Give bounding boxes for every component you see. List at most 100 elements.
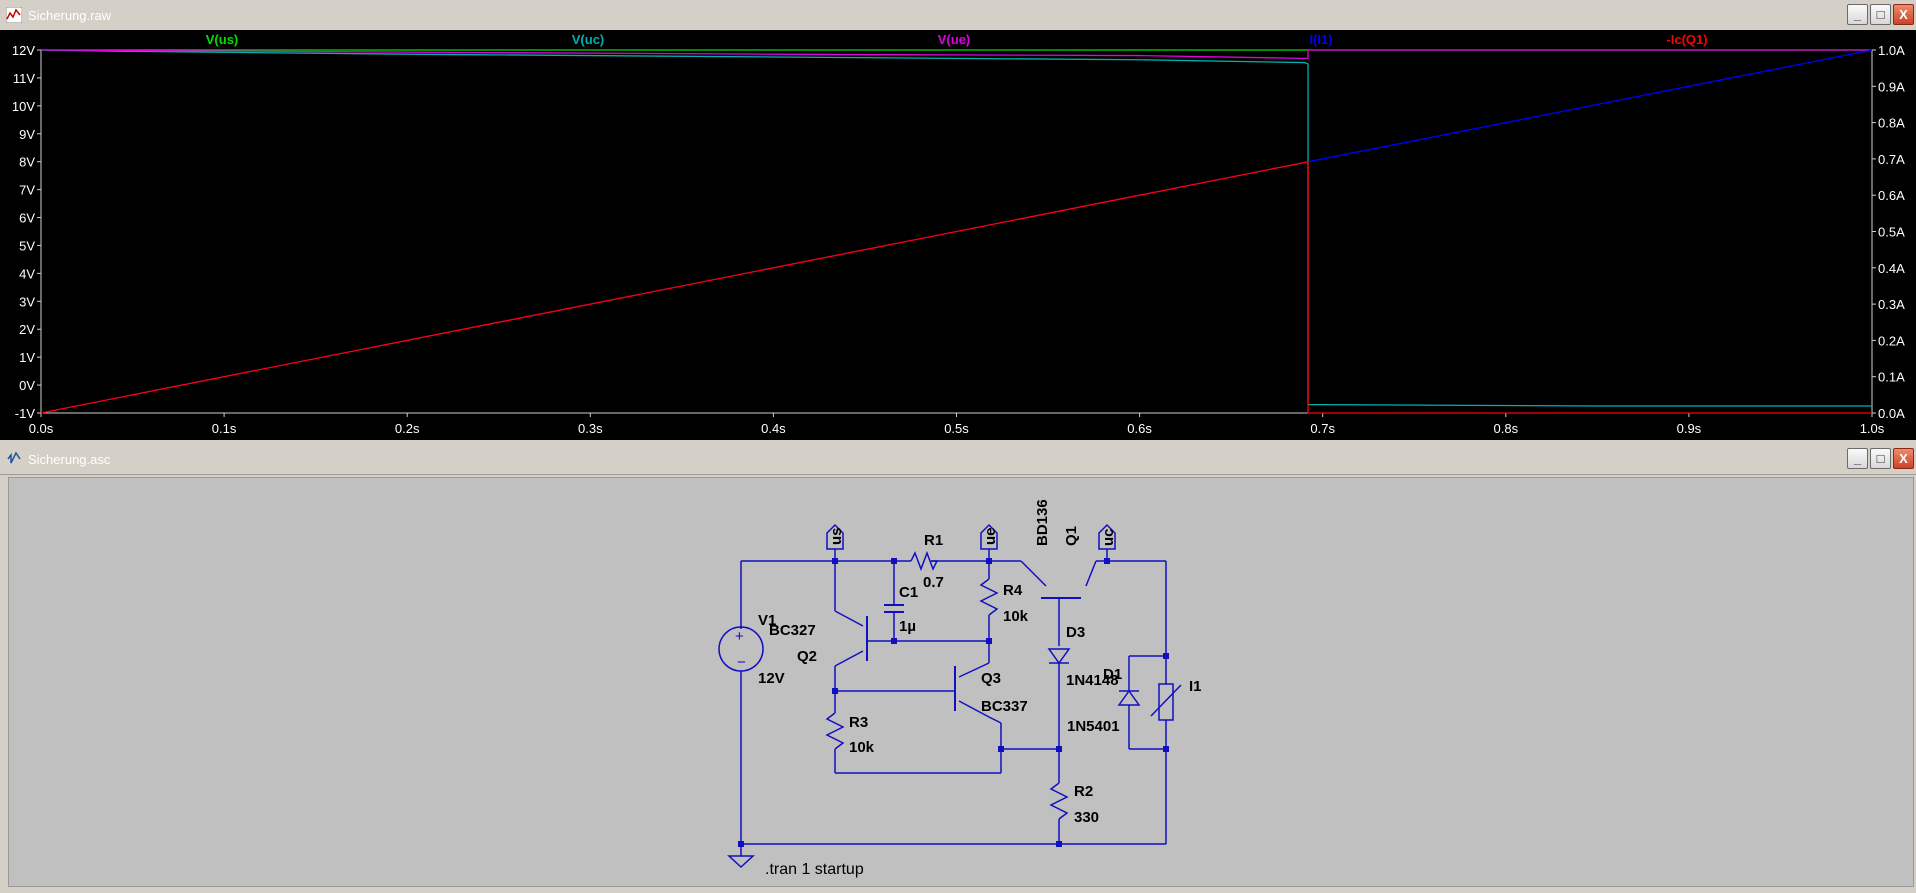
close-button[interactable]: X [1893, 4, 1914, 25]
close-button[interactable]: X [1893, 448, 1914, 469]
schematic-titlebar[interactable]: Sicherung.asc _ □ X [0, 444, 1916, 475]
label-uc: uc [1100, 528, 1117, 546]
label-d3-model: 1N4148 [1066, 672, 1119, 689]
x-tick-label: 1.0s [1860, 421, 1885, 436]
label-v1: V1 [758, 612, 776, 629]
label-r2-value: 330 [1074, 809, 1099, 826]
close-icon: X [1899, 7, 1908, 22]
y-left-tick-label: 7V [19, 183, 35, 198]
x-tick-label: 0.5s [944, 421, 969, 436]
label-q3: Q3 [981, 670, 1001, 687]
schematic-icon [7, 451, 21, 464]
label-i1: I1 [1189, 678, 1202, 695]
net-flag-ue [980, 523, 998, 550]
minimize-icon: _ [1853, 7, 1862, 22]
y-left-tick-label: 6V [19, 211, 35, 226]
y-left-tick-label: 8V [19, 155, 35, 170]
y-left-tick-label: 2V [19, 322, 35, 337]
y-left-tick-label: 9V [19, 127, 35, 142]
net-flag-uc [1098, 523, 1116, 550]
legend-item[interactable]: I(I1) [1309, 32, 1332, 47]
label-d1-model: 1N5401 [1067, 718, 1120, 735]
x-tick-label: 0.6s [1127, 421, 1152, 436]
minimize-icon: _ [1853, 451, 1862, 466]
schematic-window-title: Sicherung.asc [28, 451, 111, 467]
y-left-tick-label: 12V [12, 43, 35, 58]
y-right-tick-label: 0.8A [1878, 116, 1905, 131]
y-right-tick-label: 0.1A [1878, 370, 1905, 385]
label-d3: D3 [1066, 624, 1085, 641]
x-tick-label: 0.1s [212, 421, 237, 436]
maximize-icon: □ [1876, 451, 1885, 466]
label-us: us [828, 527, 845, 545]
label-r3: R3 [849, 714, 868, 731]
y-left-tick-label: -1V [15, 406, 36, 421]
label-q1: Q1 [1063, 526, 1080, 546]
label-v1-value: 12V [758, 670, 785, 687]
minimize-button[interactable]: _ [1847, 4, 1868, 25]
x-tick-label: 0.2s [395, 421, 420, 436]
y-right-tick-label: 0.4A [1878, 261, 1905, 276]
x-tick-label: 0.3s [578, 421, 603, 436]
y-right-tick-label: 0.5A [1878, 225, 1905, 240]
v1-plus-icon: + [735, 628, 744, 645]
label-r3-value: 10k [849, 739, 875, 756]
schematic-canvas[interactable]: us ue uc BD136 Q1 R1 0.7 C1 1µ R4 10k V1… [8, 477, 1914, 887]
label-ue: ue [982, 527, 999, 545]
y-right-tick-label: 0.2A [1878, 333, 1905, 348]
trace-vue[interactable] [40, 49, 1872, 60]
y-left-tick-label: 10V [12, 99, 35, 114]
trace-icq1[interactable] [40, 161, 1872, 414]
legend-item[interactable]: V(uc) [572, 32, 605, 47]
y-right-tick-label: 0.0A [1878, 406, 1905, 421]
label-r4: R4 [1003, 582, 1023, 599]
y-left-tick-label: 5V [19, 238, 35, 253]
label-c1-value: 1µ [899, 618, 916, 635]
waveform-plot[interactable]: 12V 11V 10V 9V 8V 7V 6V 5V 4V 3V 2V 1V 0V -1V 1.0A 0.9… [0, 30, 1916, 440]
y-left-tick-label: 11V [13, 71, 35, 86]
waveform-window: Sicherung.raw _ □ X 12V 11V 10V 9V 8V 7V 6V 5V 4… [0, 0, 1916, 440]
maximize-icon: □ [1876, 7, 1885, 22]
legend-item[interactable]: -Ic(Q1) [1666, 32, 1707, 47]
y-right-tick-label: 0.6A [1878, 188, 1905, 203]
maximize-button[interactable]: □ [1870, 448, 1891, 469]
y-left-tick-label: 3V [19, 294, 35, 309]
label-r1: R1 [924, 532, 943, 549]
x-tick-label: 0.7s [1310, 421, 1335, 436]
trace-vuc[interactable] [40, 49, 1872, 407]
label-q2-model: BC327 [769, 622, 816, 639]
label-r1-value: 0.7 [923, 574, 944, 591]
y-right-tick-label: 1.0A [1878, 43, 1905, 58]
x-tick-label: 0.4s [761, 421, 786, 436]
waveform-titlebar[interactable]: Sicherung.raw _ □ X [0, 0, 1916, 31]
label-d1: D1 [1103, 666, 1122, 683]
y-left-tick-label: 4V [19, 266, 35, 281]
legend-item[interactable]: V(ue) [938, 32, 971, 47]
schematic-drawing[interactable]: us ue uc BD136 Q1 R1 0.7 C1 1µ R4 10k V1… [9, 478, 1915, 888]
y-right-tick-label: 0.3A [1878, 297, 1905, 312]
r1-resistor[interactable] [910, 550, 939, 572]
x-tick-label: 0.9s [1677, 421, 1702, 436]
y-right-tick-label: 0.9A [1878, 79, 1905, 94]
label-q1-model: BD136 [1034, 499, 1051, 546]
label-q2: Q2 [797, 648, 817, 665]
close-icon: X [1899, 451, 1908, 466]
maximize-button[interactable]: □ [1870, 4, 1891, 25]
x-tick-label: 0.8s [1494, 421, 1519, 436]
label-q3-model: BC337 [981, 698, 1028, 715]
waveform-window-title: Sicherung.raw [28, 7, 112, 23]
legend-item[interactable]: V(us) [206, 32, 239, 47]
net-flag-us [826, 523, 844, 550]
waveform-icon [6, 7, 22, 23]
label-r2: R2 [1074, 783, 1093, 800]
ground-symbol [727, 855, 755, 869]
y-right-tick-label: 0.7A [1878, 152, 1905, 167]
y-left-tick-label: 0V [19, 378, 35, 393]
spice-directive[interactable]: .tran 1 startup [765, 861, 864, 878]
label-r4-value: 10k [1003, 608, 1029, 625]
y-left-tick-label: 1V [19, 350, 35, 365]
x-tick-label: 0.0s [29, 421, 54, 436]
label-c1: C1 [899, 584, 918, 601]
minimize-button[interactable]: _ [1847, 448, 1868, 469]
v1-minus-icon: − [737, 654, 746, 671]
